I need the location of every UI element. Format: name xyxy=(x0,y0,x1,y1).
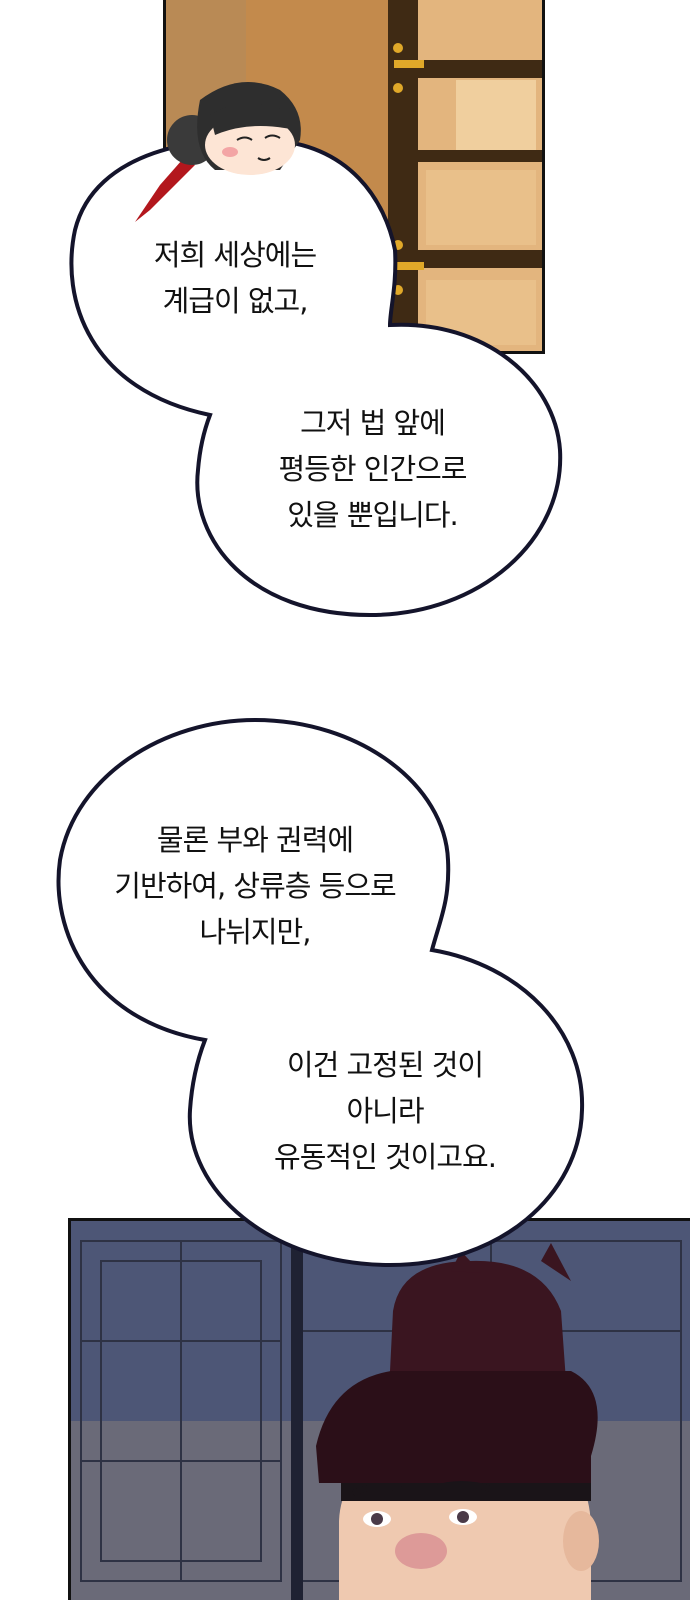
speech-3-line-2: 기반하여, 상류층 등으로 xyxy=(114,869,396,903)
speech-3-line-3: 나뉘지만, xyxy=(199,915,312,949)
speech-1-line-1: 저희 세상에는 xyxy=(153,238,317,272)
speech-text-3: 물론 부와 권력에 기반하여, 상류층 등으로 나뉘지만, xyxy=(80,817,430,955)
speech-2-line-2: 평등한 인간으로 xyxy=(278,452,468,486)
speech-4-line-2: 아니라 xyxy=(346,1094,424,1128)
chibi-character-icon xyxy=(135,82,301,222)
speech-4-line-1: 이건 고정된 것이 xyxy=(286,1048,484,1082)
speech-bubble-shape-1 xyxy=(69,137,563,618)
bottom-panel-character-illustration xyxy=(68,1218,690,1600)
speech-bubble-shape-2 xyxy=(56,717,585,1268)
speech-text-2: 그저 법 앞에 평등한 인간으로 있을 뿐입니다. xyxy=(240,400,505,538)
speech-text-1: 저희 세상에는 계급이 없고, xyxy=(110,232,360,324)
character-scene-art xyxy=(71,1221,690,1600)
speech-text-4: 이건 고정된 것이 아니라 유동적인 것이고요. xyxy=(230,1042,540,1180)
speech-2-line-1: 그저 법 앞에 xyxy=(300,406,446,440)
speech-3-line-1: 물론 부와 권력에 xyxy=(156,823,354,857)
speech-4-line-3: 유동적인 것이고요. xyxy=(274,1140,497,1174)
speech-1-line-2: 계급이 없고, xyxy=(162,284,309,318)
speech-2-line-3: 있을 뿐입니다. xyxy=(287,498,459,532)
